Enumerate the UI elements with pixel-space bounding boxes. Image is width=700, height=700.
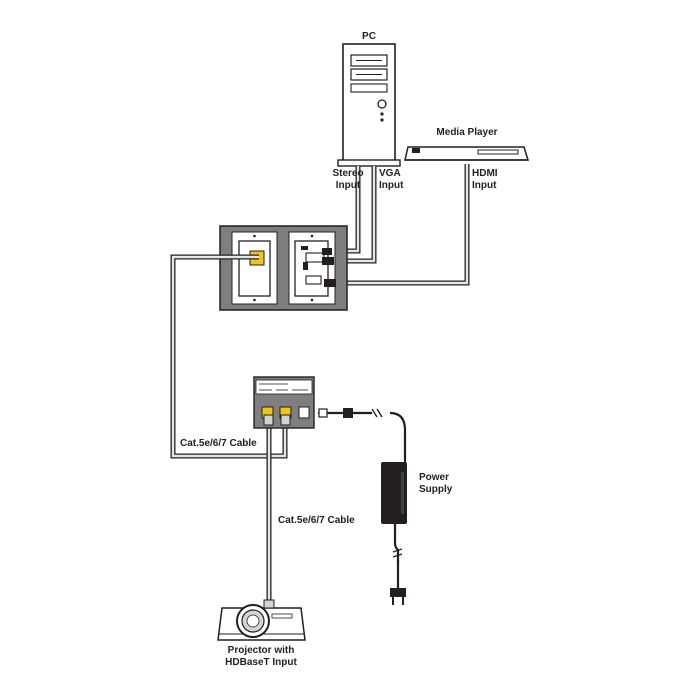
media-player-label: Media Player xyxy=(436,127,498,138)
power-supply-label: Power Supply xyxy=(419,472,453,495)
pc-label: PC xyxy=(362,31,376,42)
cat-cable-left xyxy=(170,254,288,459)
power-supply xyxy=(381,462,407,605)
cat-cable-bottom-label: Cat.5e/6/7 Cable xyxy=(278,515,355,526)
projector-label: Projector with HDBaseT Input xyxy=(225,645,297,668)
hdmi-input-label: HDMI Input xyxy=(472,168,498,191)
vga-cable xyxy=(337,166,377,264)
hdbaset-receiver xyxy=(253,376,315,429)
wall-plate-transmitter xyxy=(219,225,348,311)
media-player xyxy=(404,146,530,161)
pc-tower xyxy=(337,43,401,167)
cat-cable-left-label: Cat.5e/6/7 Cable xyxy=(180,438,257,449)
hdmi-cable xyxy=(336,164,470,286)
stereo-input-label: Stereo Input xyxy=(332,168,364,191)
projector xyxy=(217,599,306,641)
power-cable-dc xyxy=(318,408,407,462)
vga-input-label: VGA Input xyxy=(379,168,404,191)
